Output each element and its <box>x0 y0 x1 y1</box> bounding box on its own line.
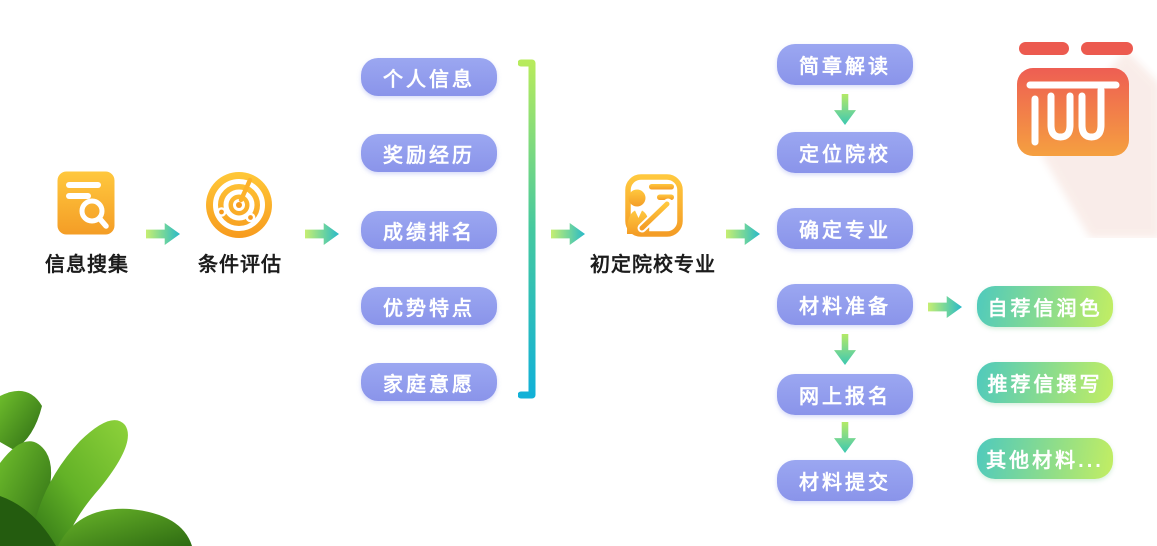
material-pill-self-letter: 自荐信润色 <box>977 286 1113 327</box>
step-pill-submit: 材料提交 <box>777 460 913 501</box>
radar-target-icon <box>206 172 272 238</box>
factor-pill-grades: 成绩排名 <box>361 211 497 249</box>
leaf-decoration-icon <box>0 390 192 546</box>
factor-pill-family-wish: 家庭意愿 <box>361 363 497 401</box>
flow-arrow-right-icon <box>551 223 585 245</box>
factor-pill-awards: 奖励经历 <box>361 134 497 172</box>
material-pill-other: 其他材料... <box>977 438 1113 479</box>
factor-pill-strengths: 优势特点 <box>361 287 497 325</box>
flow-arrow-right-icon <box>928 296 962 318</box>
factor-pill-personal-info: 个人信息 <box>361 58 497 96</box>
flow-arrow-right-icon <box>726 223 760 245</box>
flow-arrow-down-icon <box>834 334 856 365</box>
step-pill-major: 确定专业 <box>777 208 913 249</box>
person-document-icon <box>625 174 683 237</box>
step-pill-online-signup: 网上报名 <box>777 374 913 415</box>
stage-label-initial-selection: 初定院校专业 <box>590 254 716 276</box>
document-search-icon <box>57 171 115 235</box>
flow-arrow-right-icon <box>146 223 180 245</box>
step-pill-brochure: 简章解读 <box>777 44 913 85</box>
material-pill-recommendation: 推荐信撰写 <box>977 362 1113 403</box>
stage-label-evaluate: 条件评估 <box>198 254 282 276</box>
brand-logo-icon <box>1017 42 1157 238</box>
step-pill-materials: 材料准备 <box>777 284 913 325</box>
step-pill-target-school: 定位院校 <box>777 132 913 173</box>
bracket-icon <box>518 59 536 399</box>
flow-arrow-down-icon <box>834 94 856 125</box>
flow-arrow-right-icon <box>305 223 339 245</box>
flow-arrow-down-icon <box>834 422 856 453</box>
stage-label-collect: 信息搜集 <box>45 254 129 276</box>
